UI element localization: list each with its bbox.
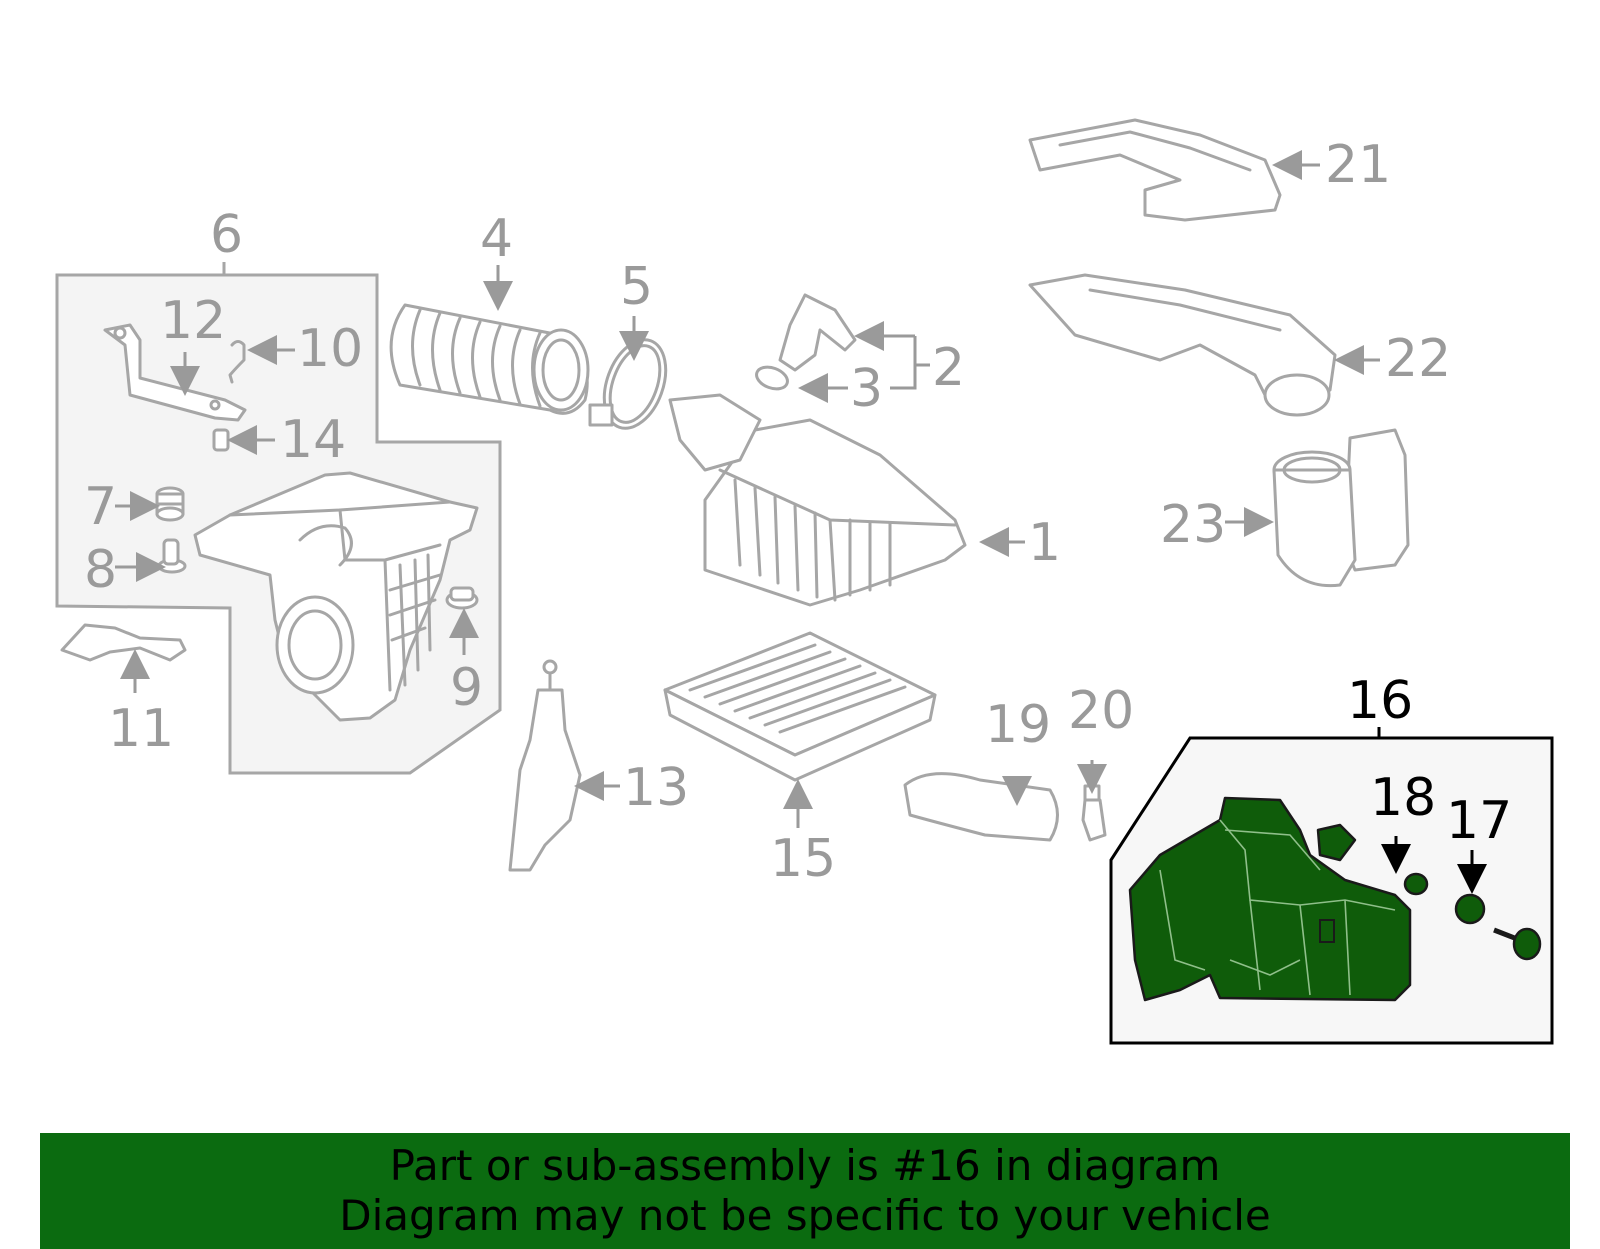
callout-20: 20 (1068, 681, 1134, 741)
part-10-clip (228, 340, 246, 384)
callout-13: 13 (623, 758, 689, 818)
callout-19: 19 (985, 695, 1051, 755)
callout-3: 3 (850, 359, 883, 419)
part-3-o-ring (755, 365, 789, 391)
part-13-bracket (508, 659, 582, 872)
callout-10: 10 (297, 319, 363, 379)
callout-14: 14 (280, 410, 346, 470)
callout-2: 2 (932, 338, 965, 398)
callout-22: 22 (1385, 329, 1451, 389)
part-17-bolt-grommet (1454, 893, 1542, 961)
air-cleaner-lower-case (193, 471, 479, 722)
part-2-sensor (778, 293, 857, 372)
part-4-intake-duct (389, 303, 590, 415)
part-7-grommet (155, 486, 185, 522)
leader-lines (115, 150, 1487, 894)
part-23-resonator (1272, 428, 1410, 588)
part-16-highlighted-assembly (1128, 796, 1412, 1002)
part-14-grommet (212, 428, 230, 452)
banner-line-2: Diagram may not be specific to your vehi… (339, 1191, 1271, 1240)
banner-line-1: Part or sub-assembly is #16 in diagram (389, 1141, 1221, 1190)
callout-9: 9 (450, 658, 483, 718)
callout-15: 15 (770, 829, 836, 889)
part-11-bracket (60, 623, 187, 662)
callout-18: 18 (1370, 768, 1436, 828)
callout-labels: 6 4 5 12 10 14 7 8 9 11 3 2 1 13 15 19 2… (84, 135, 1512, 889)
part-1-upper-cover (668, 393, 967, 607)
callout-21: 21 (1325, 135, 1391, 195)
callout-8: 8 (84, 540, 117, 600)
callout-16: 16 (1347, 671, 1413, 731)
callout-17: 17 (1446, 791, 1512, 851)
callout-23: 23 (1160, 495, 1226, 555)
part-19-duct (903, 772, 1059, 842)
callout-11: 11 (108, 699, 174, 759)
part-9-mount (445, 586, 479, 610)
callout-5: 5 (620, 257, 653, 317)
callout-7: 7 (84, 477, 117, 537)
part-15-filter (663, 631, 937, 782)
part-18-grommet (1403, 872, 1429, 896)
info-banner: Part or sub-assembly is #16 in diagram D… (40, 1133, 1570, 1249)
part-20-clamp (1081, 784, 1107, 842)
callout-12: 12 (160, 291, 226, 351)
callout-6: 6 (210, 205, 243, 265)
callout-1: 1 (1028, 513, 1061, 573)
part-22-duct (1028, 273, 1337, 417)
part-21-duct (1028, 118, 1282, 222)
callout-4: 4 (480, 209, 513, 269)
part-12-bracket (103, 323, 247, 422)
